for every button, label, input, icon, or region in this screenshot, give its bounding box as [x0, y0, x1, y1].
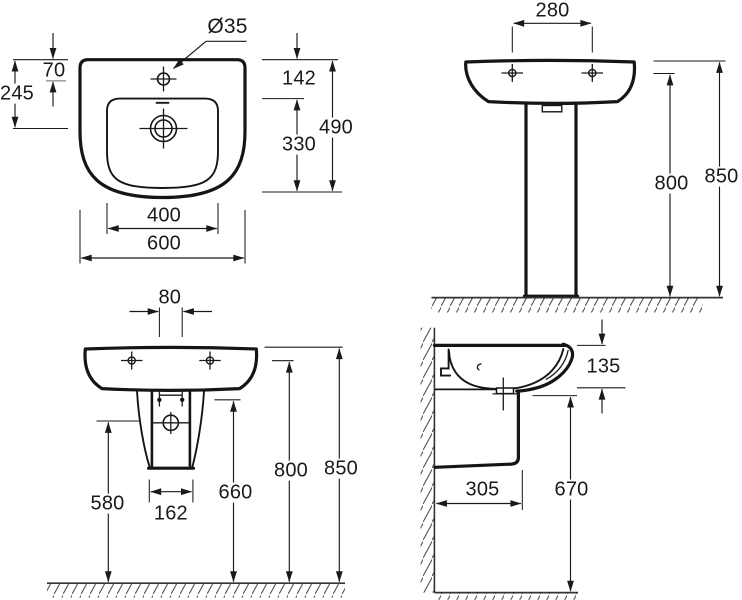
dim-label-underside-height-semi: 800 — [272, 459, 310, 482]
semi-pedestal-side — [433, 392, 520, 469]
dim-label-bolt-height: 660 — [216, 481, 255, 504]
side-extension-lines — [521, 344, 626, 510]
tap-hole-leader-arrow — [173, 40, 247, 69]
drain-outlet — [492, 377, 519, 411]
front-full-pedestal-view — [431, 19, 726, 313]
plan-extension-lines — [13, 59, 342, 264]
dim-label-hanger-spacing: 80 — [156, 286, 184, 309]
dim-label-rim-height-ped: 850 — [702, 165, 741, 188]
wall-bracket-detail — [440, 348, 452, 377]
dim-label-rim-to-bowl: 142 — [280, 67, 318, 90]
pedestal-fixing-slot — [541, 104, 563, 113]
dim-label-rim-height-semi: 850 — [322, 457, 360, 480]
floor-hatch — [431, 298, 703, 313]
dim-label-overall-width: 600 — [145, 232, 183, 255]
floor-hatch — [434, 593, 578, 600]
dim-label-tap-spacing: 280 — [533, 0, 572, 22]
tap-hole — [150, 66, 177, 92]
dim-label-bowl-depth: 330 — [280, 133, 318, 156]
front-semi-pedestal-view — [47, 306, 345, 598]
tap-hole-left — [501, 64, 523, 82]
tap-hole-left — [121, 351, 143, 370]
basin-side-profile — [432, 342, 575, 393]
semi-pedestal — [136, 389, 205, 470]
basin-front-outline — [83, 345, 259, 392]
tap-hole-right — [581, 64, 603, 82]
dim-label-bowl-width: 400 — [145, 204, 183, 227]
dim-label-tap-hole-diameter: Ø35 — [205, 15, 250, 39]
dim-label-semiped-depth: 305 — [463, 478, 502, 501]
semi-extension-lines — [96, 346, 343, 503]
dim-label-rim-depth: 135 — [584, 355, 623, 378]
wall-hatch — [420, 327, 435, 593]
dim-label-rim-to-tap: 70 — [40, 59, 68, 82]
bowl-outline — [106, 97, 219, 189]
dim-label-overall-depth: 490 — [317, 116, 355, 139]
drain-hole — [139, 108, 188, 149]
pedestal-extension-lines — [511, 26, 726, 75]
tap-hole-right — [199, 351, 221, 370]
hanger-extension-lines — [129, 306, 212, 337]
basin-front-outline — [464, 58, 637, 105]
dim-label-underside-height-ped: 800 — [652, 172, 691, 195]
trap-outlet — [152, 412, 190, 434]
dim-label-semiped-width: 162 — [151, 502, 190, 525]
dim-label-rim-to-drain: 245 — [0, 82, 36, 105]
floor-hatch — [47, 584, 345, 598]
plan-view — [11, 33, 342, 264]
dim-label-trap-height: 580 — [88, 492, 127, 515]
fixing-bolt-detail — [157, 391, 185, 407]
dim-label-clearance-height: 670 — [552, 478, 591, 501]
